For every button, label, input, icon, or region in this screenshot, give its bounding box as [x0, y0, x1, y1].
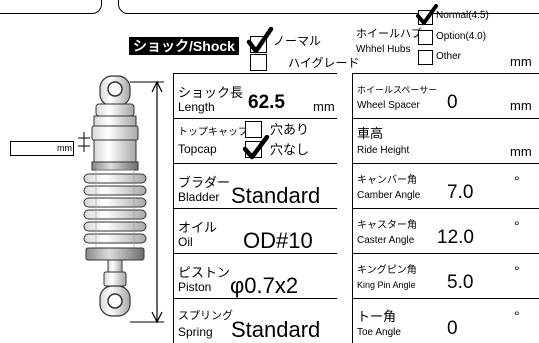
piston-jp: ピストン	[178, 265, 231, 280]
shock-absorber-diagram	[78, 75, 164, 324]
piston-value[interactable]: φ0.7x2	[230, 273, 299, 298]
caster-en: Caster Angle	[357, 235, 415, 246]
wheel-hubs-jp: ホイールハブ	[356, 28, 422, 40]
topcap-en: Topcap	[178, 142, 217, 156]
bladder-en: Bladder	[178, 190, 220, 204]
wheel-spacer-value[interactable]: 0	[447, 92, 458, 113]
caster-value[interactable]: 12.0	[437, 227, 474, 248]
high-grade-checkbox[interactable]	[250, 54, 267, 71]
length-unit: mm	[313, 99, 335, 114]
oil-jp: オイル	[178, 220, 218, 235]
hub-other-checkbox[interactable]	[418, 50, 433, 65]
oil-value[interactable]: OD#10	[243, 228, 313, 253]
camber-en: Camber Angle	[357, 190, 421, 201]
king-pin-unit: °	[514, 263, 520, 279]
top-left-frame	[0, 0, 102, 14]
camber-value[interactable]: 7.0	[447, 182, 474, 203]
spring-en: Spring	[178, 325, 213, 339]
check-icon	[416, 4, 438, 25]
length-en: Length	[178, 100, 215, 114]
toe-value[interactable]: 0	[447, 318, 458, 339]
normal-label: ノーマル	[273, 34, 322, 48]
piston-en: Piston	[178, 280, 212, 294]
toe-jp: トー角	[357, 309, 397, 324]
oil-en: Oil	[178, 235, 193, 249]
king-pin-en: King Pin Angle	[357, 280, 416, 290]
bladder-value[interactable]: Standard	[231, 183, 321, 208]
length-value[interactable]: 62.5	[248, 92, 285, 113]
camber-unit: °	[514, 173, 520, 189]
mm-input-box[interactable]	[10, 141, 74, 156]
ride-height-unit: mm	[510, 144, 532, 159]
topcap-jp: トップキャップ	[178, 127, 248, 138]
mm-box-unit: mm	[57, 143, 72, 153]
hub-option-label: Option(4.0)	[436, 31, 487, 42]
wheel-spacer-jp: ホイールスペーサー	[357, 85, 438, 95]
check-icon	[242, 135, 270, 160]
ride-height-en: Ride Height	[357, 145, 410, 156]
bladder-jp: ブラダー	[178, 175, 231, 190]
high-grade-label: ハイグレード	[288, 56, 360, 70]
toe-en: Toe Angle	[357, 327, 401, 338]
topcap-hole-checkbox[interactable]	[245, 121, 262, 138]
hub-other-label: Other	[436, 51, 462, 62]
hub-option-checkbox[interactable]	[418, 30, 433, 45]
top-right-frame	[118, 0, 539, 14]
caster-unit: °	[514, 218, 520, 234]
spring-value[interactable]: Standard	[231, 317, 321, 342]
camber-jp: キャンバー角	[357, 175, 417, 186]
ride-height-jp: 車高	[357, 126, 384, 141]
wheel-hubs-en: Whhel Hubs	[356, 44, 411, 55]
toe-unit: °	[514, 308, 520, 324]
hub-normal-label: Normal(4.5)	[436, 10, 489, 21]
shock-title: ショック/Shock	[129, 37, 239, 55]
spring-jp: スプリング	[178, 310, 233, 322]
check-icon	[246, 26, 274, 54]
caster-jp: キャスター角	[357, 220, 417, 231]
topcap-nohole-label: 穴なし	[270, 142, 310, 157]
topcap-hole-label: 穴あり	[270, 122, 310, 137]
wheel-spacer-unit: mm	[510, 98, 532, 113]
wheel-spacer-en: Wheel Spacer	[357, 100, 420, 111]
king-pin-value[interactable]: 5.0	[447, 272, 474, 293]
hub-unit: mm	[510, 54, 532, 69]
king-pin-jp: キングピン角	[357, 265, 417, 276]
length-jp: ショック長	[178, 85, 244, 100]
